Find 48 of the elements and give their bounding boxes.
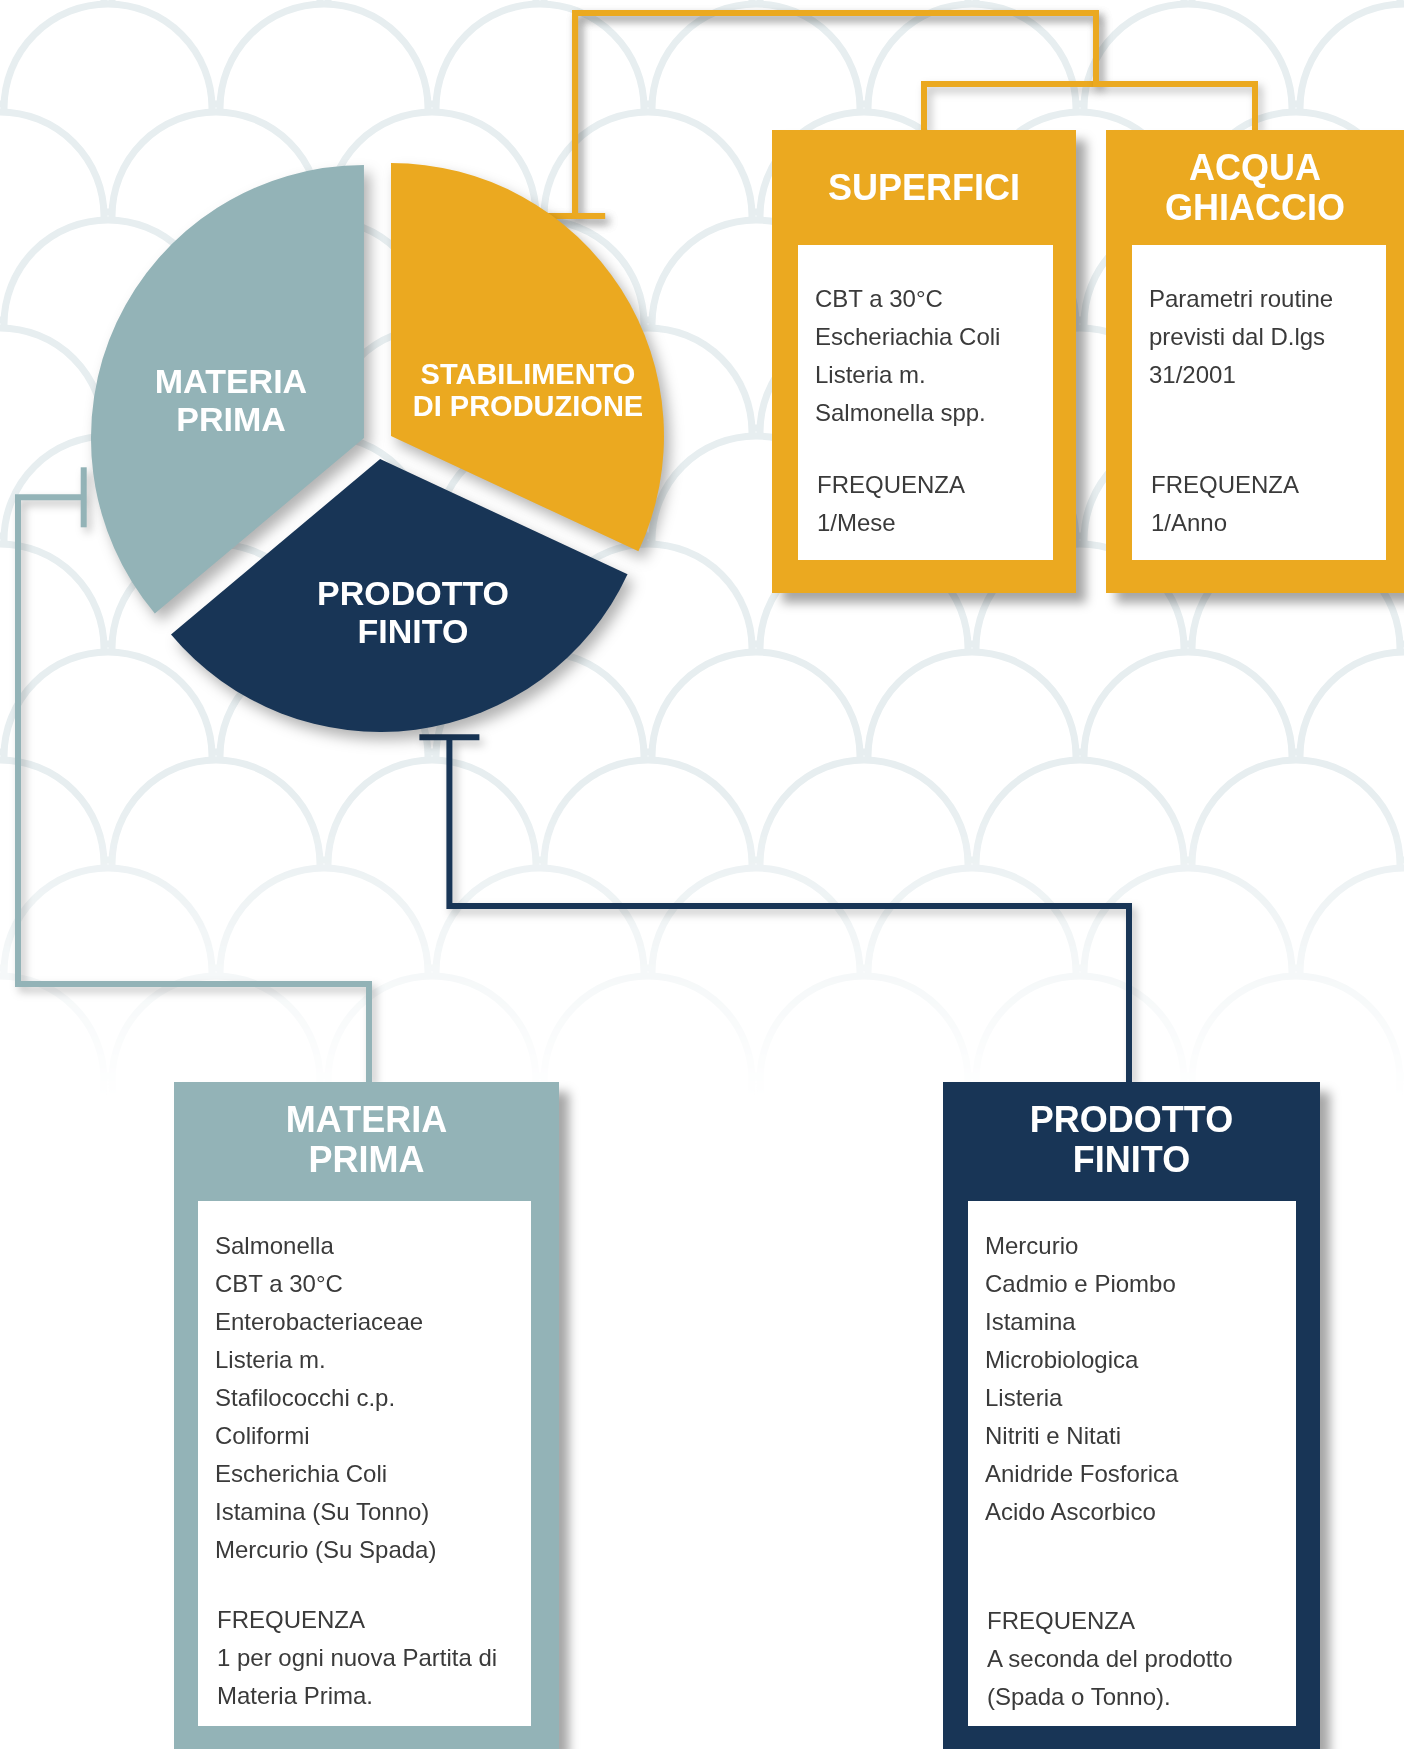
analysis-item: Listeria m. xyxy=(815,360,927,390)
analysis-item: Escheriachia Coli xyxy=(815,322,1002,352)
frequency-value: 1/Anno xyxy=(1150,508,1229,538)
content-panel xyxy=(968,1201,1296,1726)
card-heading: SUPERFICI xyxy=(827,168,1021,208)
analysis-item: Istamina xyxy=(985,1307,1077,1337)
card-heading: PRODOTTO FINITO xyxy=(1028,1100,1235,1180)
analysis-item: Escherichia Coli xyxy=(215,1459,389,1489)
frequency-label: FREQUENZA xyxy=(986,1606,1136,1636)
pie-slice xyxy=(170,458,628,732)
content-panel xyxy=(198,1201,531,1726)
analysis-item: Acido Ascorbico xyxy=(985,1497,1157,1527)
analysis-item: Nitriti e Nitati xyxy=(985,1421,1123,1451)
analysis-item: CBT a 30°C xyxy=(815,284,944,314)
category-card xyxy=(943,1082,1320,1749)
content-panel xyxy=(798,245,1053,560)
frequency-label: FREQUENZA xyxy=(216,1605,366,1635)
analysis-item: Mercurio (Su Spada) xyxy=(215,1535,438,1565)
connector-line xyxy=(15,467,372,1082)
analysis-item: Listeria xyxy=(985,1383,1064,1413)
frequency-value: 1/Mese xyxy=(816,508,897,538)
analysis-item: Mercurio xyxy=(985,1231,1080,1261)
analysis-item: Parametri routine previsti dal D.lgs 31/2001 xyxy=(1149,284,1335,390)
connector-line xyxy=(419,734,1132,1082)
category-card xyxy=(174,1082,559,1749)
slice-label: MATERIA PRIMA xyxy=(153,361,309,439)
card-heading: MATERIA PRIMA xyxy=(284,1100,449,1180)
card-heading: ACQUA GHIACCIO xyxy=(1164,148,1346,228)
analysis-item: Microbiologica xyxy=(985,1345,1140,1375)
analysis-item: Istamina (Su Tonno) xyxy=(215,1497,431,1527)
analysis-item: Listeria m. xyxy=(215,1345,327,1375)
analysis-item: Cadmio e Piombo xyxy=(985,1269,1177,1299)
slice-label: STABILIMENTO DI PRODUZIONE xyxy=(411,357,645,423)
slice-label: PRODOTTO FINITO xyxy=(315,573,510,651)
analysis-item: Stafilococchi c.p. xyxy=(215,1383,397,1413)
analysis-item: Enterobacteriaceae xyxy=(215,1307,425,1337)
analysis-item: Anidride Fosforica xyxy=(985,1459,1180,1489)
frequency-label: FREQUENZA xyxy=(816,470,966,500)
frequency-value: A seconda del prodotto (Spada o Tonno). xyxy=(986,1644,1234,1712)
pie-slice xyxy=(390,162,664,552)
frequency-label: FREQUENZA xyxy=(1150,470,1300,500)
analysis-item: CBT a 30°C xyxy=(215,1269,344,1299)
analysis-item: Salmonella xyxy=(215,1231,335,1261)
category-card xyxy=(1106,130,1404,593)
category-card xyxy=(772,130,1076,593)
analysis-item: Coliformi xyxy=(215,1421,311,1451)
analysis-item: Salmonella spp. xyxy=(815,398,987,428)
frequency-value: 1 per ogni nuova Partita di Materia Prima. xyxy=(216,1643,499,1711)
